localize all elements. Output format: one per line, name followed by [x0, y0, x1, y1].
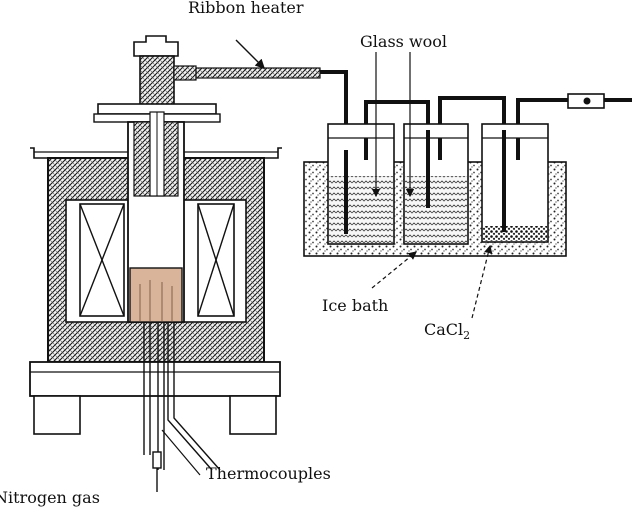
label-ice-bath: Ice bath	[322, 296, 389, 315]
sample-bed	[129, 267, 183, 323]
furnace	[29, 35, 282, 492]
ribbon-heater-line	[195, 39, 321, 79]
label-cacl2-base: CaCl	[424, 320, 464, 339]
trap-bottle-3	[481, 123, 549, 243]
label-nitrogen-gas: Nitrogen gas	[0, 488, 100, 507]
label-thermocouples: Thermocouples	[206, 464, 331, 483]
label-ribbon-heater: Ribbon heater	[188, 0, 304, 17]
trap-bottle-2	[403, 123, 469, 245]
label-cacl2-subscript: 2	[463, 329, 471, 343]
glass-wool-pointers	[371, 52, 415, 198]
label-glass-wool: Glass wool	[360, 32, 448, 51]
label-cacl2: CaCl2	[424, 320, 471, 343]
trap-bottle-1	[327, 123, 395, 245]
